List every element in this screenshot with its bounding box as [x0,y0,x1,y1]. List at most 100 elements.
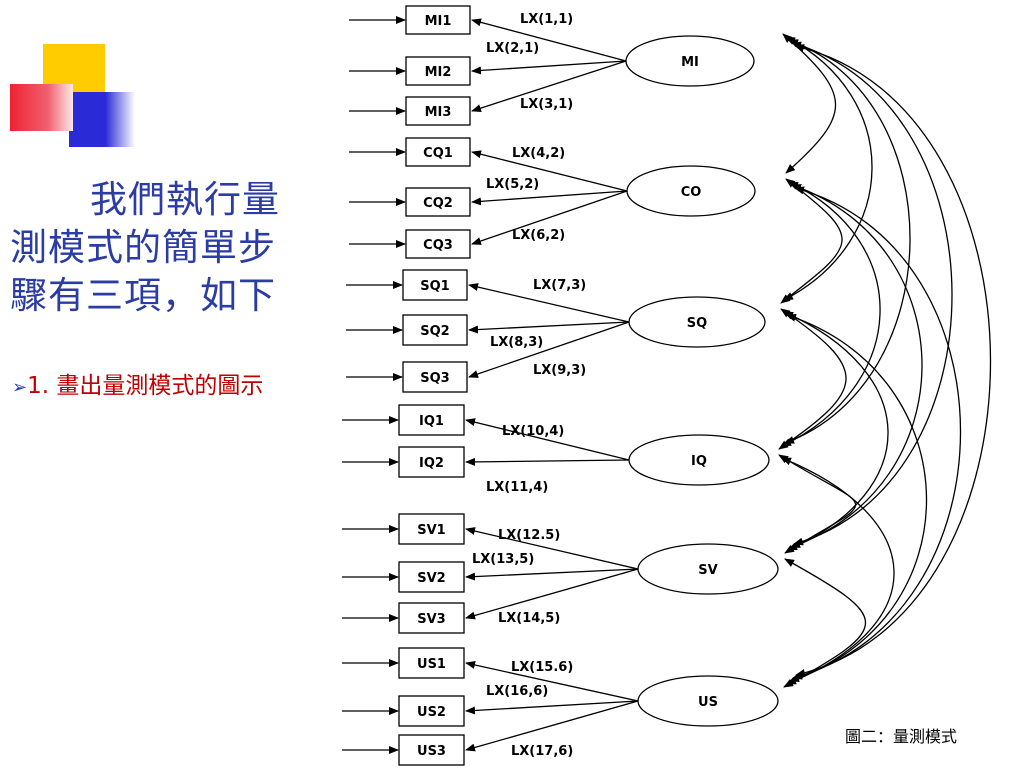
indicator-box [405,56,471,86]
covariance-arc [778,454,857,554]
decor-blue-square [69,92,135,147]
loading-label: LX(11,4) [486,480,548,495]
covariance-arc [791,41,953,546]
loading-arrow [468,283,630,323]
indicator-label: MI2 [425,65,452,80]
covariance-arc [786,313,928,683]
indicator-box [398,513,465,545]
loading-label: LX(3,1) [520,97,573,112]
loading-arrow [465,568,639,581]
loading-arrow [468,321,630,334]
indicator-box [398,647,465,679]
covariance-arc [790,184,923,548]
loading-arrow [471,190,628,245]
indicator-label: CQ1 [423,146,453,161]
indicator-box [398,695,465,727]
loading-label: LX(5,2) [486,177,539,192]
indicator-label: CQ2 [423,196,453,211]
loading-label: LX(12.5) [498,528,560,543]
loading-label: LX(10,4) [502,424,564,439]
indicator-label: SV2 [417,571,445,586]
slide-title: 我們執行量測模式的簡單步驟有三項，如下 [10,178,280,317]
indicator-label: SQ2 [420,324,449,339]
loading-label: LX(8,3) [490,335,543,350]
factor-label: MI [681,55,699,70]
indicator-box [398,734,465,766]
indicator-label: SQ3 [420,371,449,386]
loading-label: LX(13,5) [472,552,534,567]
factor-label: SQ [687,316,707,331]
loading-label: LX(16,6) [486,684,548,699]
factor-label: CO [681,185,702,200]
loading-label: LX(6,2) [512,228,565,243]
bullet-item: ➢1. 畫出量測模式的圖示 [12,366,263,400]
indicator-box [402,314,468,346]
loading-label: LX(15.6) [511,660,573,675]
indicator-box [405,137,471,167]
factor-ellipse [628,434,770,486]
covariance-arc [792,186,962,680]
factor-label: US [698,695,718,710]
indicator-box [405,96,471,126]
decor-red-square [10,84,73,131]
indicator-label: MI3 [425,105,452,120]
covariance-arc [783,311,889,551]
loading-label: LX(2,1) [486,41,539,56]
loading-arrow [465,527,639,570]
factor-label: IQ [691,454,707,469]
factor-ellipse [628,296,766,348]
covariance-arc [780,178,843,304]
loading-label: LX(17,6) [511,744,573,759]
loading-arrow [471,190,628,206]
indicator-label: MI1 [425,14,452,29]
indicator-label: US3 [417,744,446,759]
loading-arrow [471,60,627,113]
indicator-box [398,602,465,634]
loading-arrow [468,321,630,378]
loading-label: LX(1,1) [520,12,573,27]
covariance-arc [783,558,867,688]
covariance-arc [781,181,881,447]
indicator-label: SQ1 [420,279,449,294]
loading-arrow [471,60,627,75]
loading-label: LX(9,3) [533,363,586,378]
indicator-label: SV1 [417,523,445,538]
covariance-arc [781,457,895,685]
loading-arrow [465,418,630,461]
loading-arrow [471,150,628,192]
factor-ellipse [625,35,755,87]
indicator-box [405,5,471,35]
indicator-label: IQ2 [419,456,444,471]
factor-ellipse [626,165,756,217]
covariance-arc [784,39,911,444]
loading-label: LX(4,2) [512,146,565,161]
covariance-arc [778,308,847,450]
indicator-label: US2 [417,705,446,720]
indicator-label: US1 [417,657,446,672]
factor-ellipse [637,675,779,727]
indicator-box [405,229,471,259]
indicator-label: CQ3 [423,238,453,253]
covariance-arc [783,36,873,301]
indicator-box [398,404,465,436]
indicator-box [398,446,465,478]
covariance-arc [782,33,837,174]
loading-arrow [465,457,630,466]
factor-label: SV [698,563,717,578]
loading-label: LX(14,5) [498,611,560,626]
indicator-box [405,187,471,217]
loading-arrow [465,700,639,715]
indicator-box [402,269,468,301]
indicator-label: IQ1 [419,414,444,429]
figure-caption: 圖二：量測模式 [845,727,958,746]
loading-arrow [465,700,639,752]
loading-arrow [465,568,639,620]
loading-label: LX(7,3) [533,278,586,293]
bullet-number: 1. [27,373,50,399]
loading-arrow [465,661,639,702]
bullet-text: 畫出量測模式的圖示 [56,373,264,399]
indicator-box [398,561,465,593]
loading-arrow [471,18,627,62]
indicator-box [402,361,468,393]
